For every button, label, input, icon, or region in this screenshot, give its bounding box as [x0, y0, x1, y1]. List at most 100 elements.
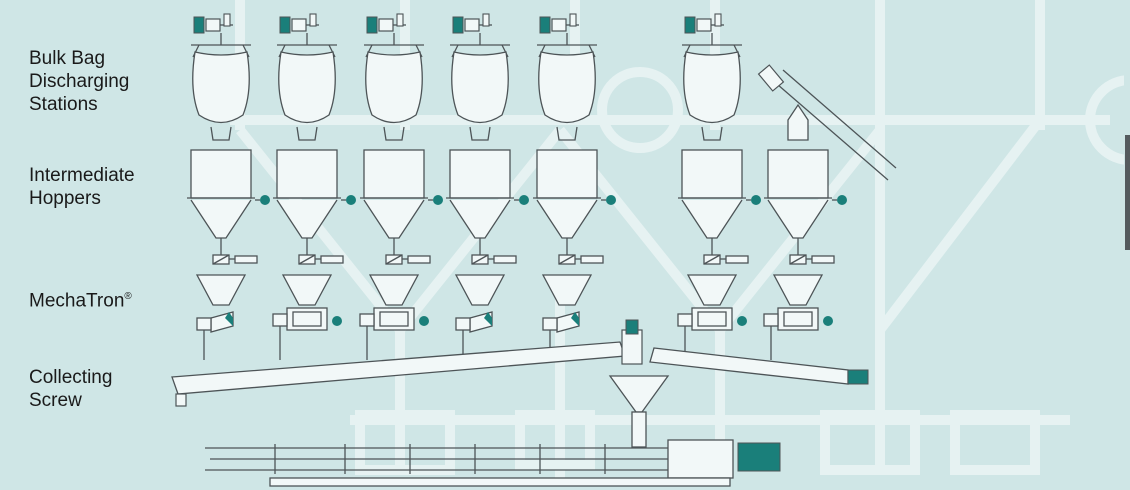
hoist-motor-icon	[539, 16, 551, 34]
ghost-circle	[1085, 75, 1130, 165]
bag-spout	[556, 126, 578, 141]
feeder-outlet	[359, 313, 375, 327]
hopper-cone	[681, 199, 743, 239]
background-schematic	[230, 0, 1130, 480]
feeder-outlet	[677, 313, 693, 327]
station	[359, 13, 443, 360]
hopper-cone	[363, 199, 425, 239]
screw-feeder-mark	[225, 312, 233, 326]
actuator	[234, 255, 258, 264]
slide-gate-mark	[212, 254, 230, 265]
hoist-hook	[223, 13, 231, 27]
hopper-cone	[449, 199, 511, 239]
feeder-outlet	[542, 317, 558, 331]
feeder-hopper	[686, 274, 738, 306]
slide-gate-mark	[298, 254, 316, 265]
hopper-body	[449, 149, 511, 199]
actuator	[580, 255, 604, 264]
scrollbar-thumb[interactable]	[1125, 135, 1130, 250]
station	[272, 13, 356, 360]
transfer-funnel	[608, 375, 670, 413]
conveyor-base	[269, 477, 731, 487]
hopper-body	[190, 149, 252, 199]
discharging-stations	[187, 13, 897, 360]
bulk-bag	[365, 51, 423, 124]
gear-drive	[667, 439, 734, 479]
bag-spout	[383, 126, 405, 141]
bulk-bag	[278, 51, 336, 124]
inclined-conveyor	[769, 69, 897, 181]
ghost-box	[950, 410, 1040, 475]
actuator	[725, 255, 749, 264]
hopper-body	[681, 149, 743, 199]
label-mechatron: MechaTron®	[29, 285, 132, 312]
slide-gate-mark	[558, 254, 576, 265]
hopper-body	[767, 149, 829, 199]
transfer-pipe	[631, 411, 647, 448]
label-bulk-bag-discharging-stations: Bulk Bag Discharging Stations	[29, 47, 129, 116]
screw-feeder-mark	[484, 312, 492, 326]
feeder-hopper	[541, 274, 593, 306]
conveyor-motor	[757, 64, 785, 92]
feeder-outlet	[763, 313, 779, 327]
hoist-body	[291, 18, 307, 32]
level-sensor-icon	[837, 195, 847, 205]
label-line: Screw	[29, 390, 82, 411]
feeder-hopper	[195, 274, 247, 306]
slide-gate-mark	[385, 254, 403, 265]
slide-gate-mark	[789, 254, 807, 265]
hoist-motor-icon	[684, 16, 696, 34]
hopper-cone	[190, 199, 252, 239]
bag-spout	[701, 126, 723, 141]
label-line: Discharging	[29, 71, 130, 92]
feeder-window	[697, 311, 727, 327]
level-sensor-icon	[433, 195, 443, 205]
hoist-body	[205, 18, 221, 32]
station	[757, 64, 897, 360]
hopper-cone	[536, 199, 598, 239]
label-line: Collecting	[29, 367, 113, 388]
feeder-hopper	[454, 274, 506, 306]
second-screw-tube	[649, 347, 849, 385]
level-sensor-icon	[751, 195, 761, 205]
feeder-motor-icon	[823, 316, 833, 326]
hopper-body	[276, 149, 338, 199]
level-sensor-icon	[519, 195, 529, 205]
ghost-circle	[597, 67, 683, 153]
inlet-adapter	[787, 103, 809, 141]
bulk-bag	[538, 51, 596, 124]
scrollbar[interactable]	[1124, 0, 1130, 490]
hoist-motor-icon	[279, 16, 291, 34]
feeder-window	[783, 311, 813, 327]
feeder-motor-icon	[737, 316, 747, 326]
feeder-hopper	[772, 274, 824, 306]
ghost-box	[820, 410, 920, 475]
bag-spout	[210, 126, 232, 141]
hopper-cone	[767, 199, 829, 239]
feeder-hopper	[368, 274, 420, 306]
station	[446, 13, 529, 360]
feeder-outlet	[272, 313, 288, 327]
feeder-outlet	[196, 317, 212, 331]
feeder-outlet	[455, 317, 471, 331]
actuator	[407, 255, 431, 264]
screw-motor	[621, 329, 643, 365]
hopper-body	[363, 149, 425, 199]
feeder-hopper	[281, 274, 333, 306]
screw-end	[175, 393, 187, 407]
slide-gate-mark	[471, 254, 489, 265]
collecting-screw	[171, 319, 869, 407]
hoist-body	[696, 18, 712, 32]
hoist-motor-icon	[452, 16, 464, 34]
feeder-motor-icon	[419, 316, 429, 326]
feeder-window	[292, 311, 322, 327]
actuator	[320, 255, 344, 264]
level-sensor-icon	[260, 195, 270, 205]
station	[187, 13, 270, 360]
ghost-line	[875, 116, 1044, 334]
bulk-bag	[683, 51, 741, 124]
label-collecting-screw: Collecting Screw	[29, 366, 112, 412]
hoist-hook	[569, 13, 577, 27]
label-intermediate-hoppers: Intermediate Hoppers	[29, 164, 135, 210]
